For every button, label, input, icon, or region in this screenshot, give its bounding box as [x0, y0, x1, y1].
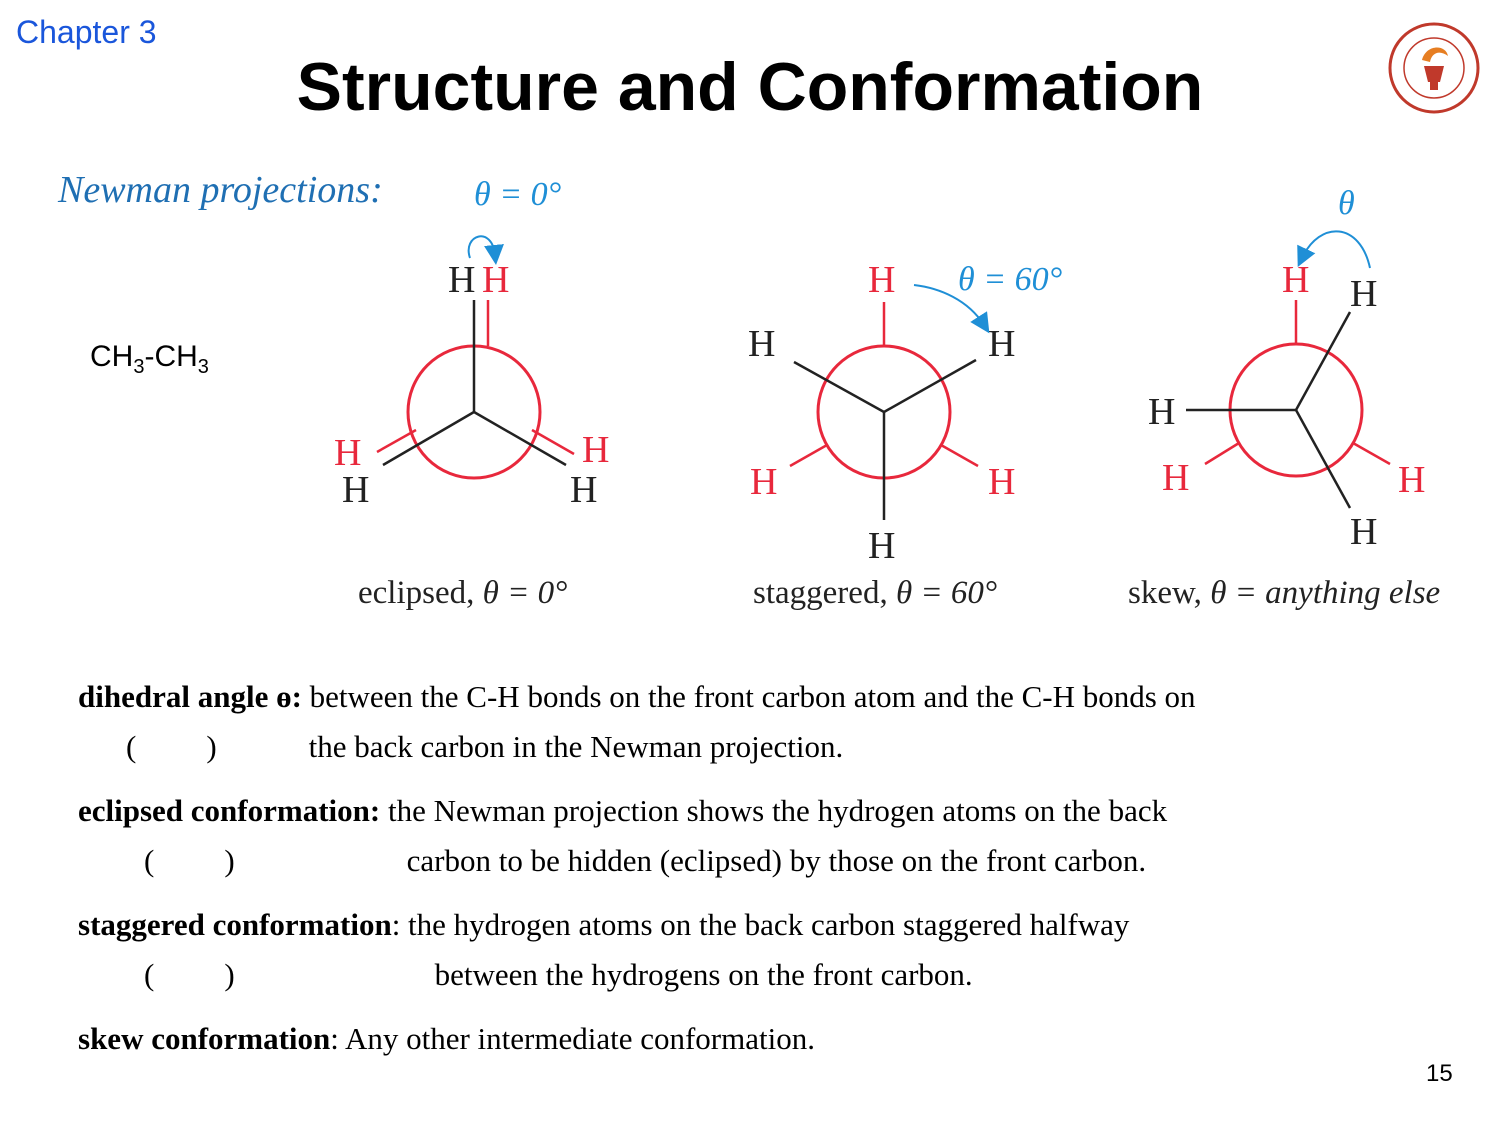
page-number: 15 [1426, 1060, 1453, 1087]
eclipsed-projection: θ = 0° H H H H H H [334, 176, 609, 511]
newman-heading: Newman projections: [58, 169, 383, 211]
atom-label: H [1282, 259, 1309, 301]
atom-label: H [1398, 459, 1425, 501]
atom-label: H [868, 525, 895, 567]
staggered-caption: staggered, θ = 60° [753, 575, 998, 611]
definitions-list: dihedral angle ɵ: between the C-H bonds … [78, 672, 1468, 1078]
atom-label: H [1350, 511, 1377, 553]
atom-label: H [582, 429, 609, 471]
skew-angle-label: θ [1338, 185, 1355, 222]
newman-diagrams: θ = 0° H H H H H H θ = 60° H H H H H H θ [334, 176, 1425, 567]
atom-label: H [448, 259, 475, 301]
staggered-angle-label: θ = 60° [958, 261, 1063, 298]
staggered-projection: θ = 60° H H H H H H [748, 259, 1063, 567]
atom-label: H [988, 323, 1015, 365]
atom-label: H [750, 461, 777, 503]
skew-projection: θ H H H H H H [1148, 185, 1425, 553]
atom-label: H [334, 432, 361, 474]
atom-label: H [570, 469, 597, 511]
university-logo-icon [1388, 22, 1480, 114]
atom-label: H [988, 461, 1015, 503]
skew-caption: skew, θ = anything else [1128, 575, 1441, 611]
chapter-label: Chapter 3 [16, 14, 157, 50]
eclipsed-angle-label: θ = 0° [474, 176, 562, 213]
definition-staggered: staggered conformation: the hydrogen ato… [78, 907, 1130, 992]
eclipsed-caption: eclipsed, θ = 0° [358, 575, 568, 611]
slide-title: Structure and Conformation [296, 49, 1204, 125]
atom-label: H [342, 469, 369, 511]
definition-skew: skew conformation: Any other intermediat… [78, 1021, 815, 1056]
atom-label: H [868, 259, 895, 301]
atom-label: H [482, 259, 509, 301]
atom-label: H [1148, 391, 1175, 433]
ethane-formula: CH3-CH3 [90, 340, 209, 378]
atom-label: H [748, 323, 775, 365]
atom-label: H [1350, 273, 1377, 315]
definition-dihedral: dihedral angle ɵ: between the C-H bonds … [78, 679, 1196, 764]
definition-eclipsed: eclipsed conformation: the Newman projec… [78, 793, 1168, 878]
atom-label: H [1162, 457, 1189, 499]
